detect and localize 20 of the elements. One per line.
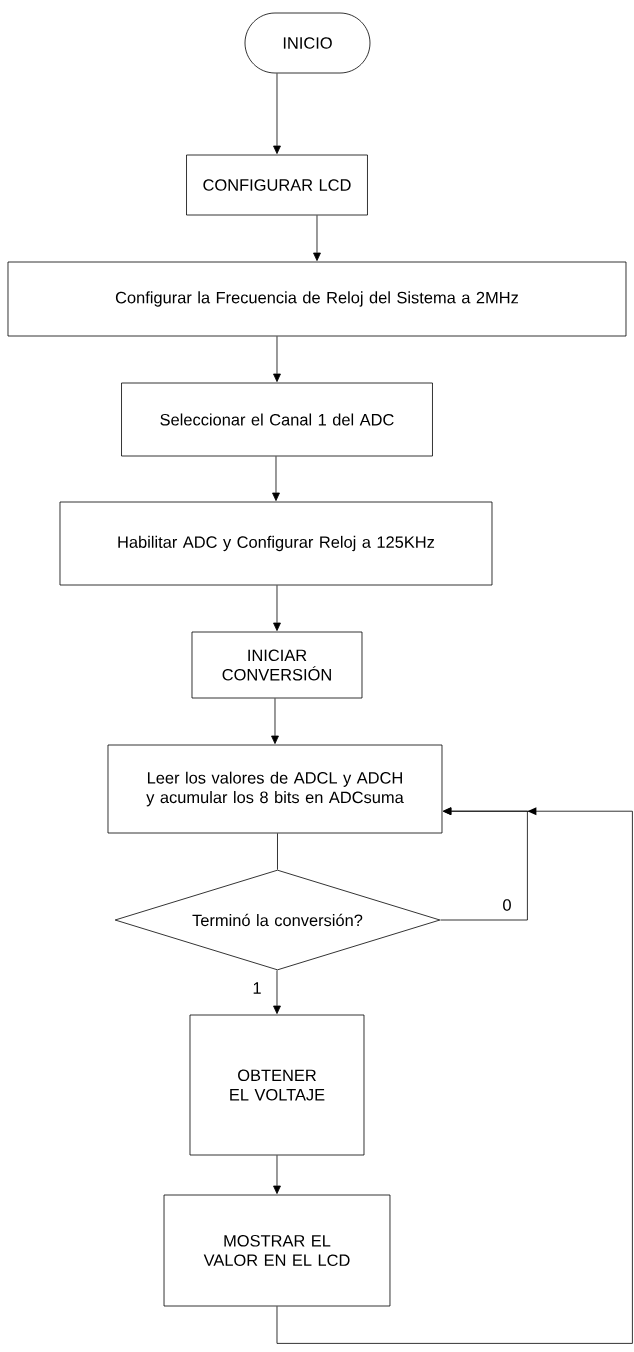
arrow xyxy=(273,585,281,631)
arrow xyxy=(271,698,279,744)
edge-label: 0 xyxy=(503,899,511,911)
arrow xyxy=(273,73,281,154)
process-box: Leer los valores de ADCL y ADCH y acumular los 8 bits en ADCsuma xyxy=(107,744,443,834)
arrow xyxy=(273,1155,281,1194)
process-box: INICIAR CONVERSIÓN xyxy=(191,631,363,699)
process-box: Habilitar ADC y Configurar Reloj a 125KHz xyxy=(59,501,493,586)
process-box: Seleccionar el Canal 1 del ADC xyxy=(121,382,433,457)
arrow xyxy=(273,970,281,1014)
process-box: Configurar la Frecuencia de Reloj del Sistema a 2MHz xyxy=(7,261,627,337)
start-terminator: INICIO xyxy=(244,12,371,74)
process-box: OBTENER EL VOLTAJE xyxy=(189,1014,365,1156)
process-box: MOSTRAR EL VALOR EN EL LCD xyxy=(163,1194,391,1307)
process-box: CONFIGURAR LCD xyxy=(186,154,368,216)
edge-label: 1 xyxy=(253,982,261,994)
arrow xyxy=(313,215,321,261)
arrow xyxy=(272,456,280,501)
arrow xyxy=(273,336,281,382)
arrow xyxy=(276,807,633,1344)
